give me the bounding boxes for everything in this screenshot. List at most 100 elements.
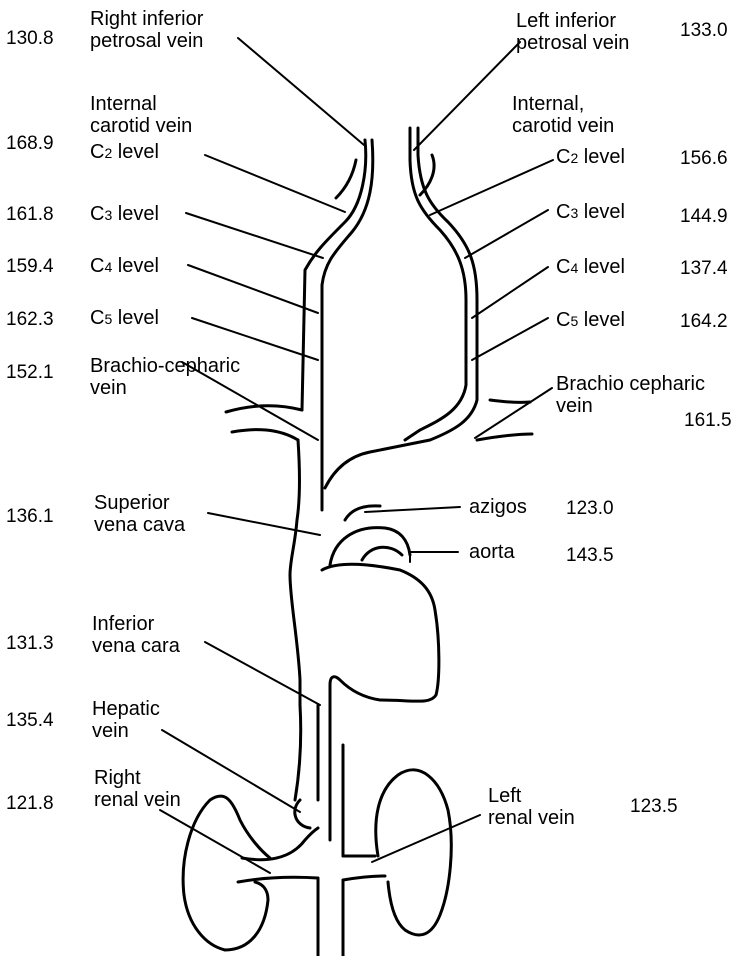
label-superior-vena-cava: Superior vena cava <box>94 492 185 536</box>
leader-right-c2 <box>205 155 345 212</box>
label-right-c4: C4 level <box>90 255 159 278</box>
leader-right-c4 <box>188 265 318 313</box>
hepatic-vein-branch <box>295 800 310 828</box>
label-hepatic-vein: Hepatic vein <box>92 698 160 742</box>
label-right-c2-suffix: level <box>112 141 159 163</box>
label-aorta: aorta <box>469 541 515 563</box>
value-left-renal: 123.5 <box>630 796 678 818</box>
label-superior-vena-cava-line2: vena cava <box>94 514 185 536</box>
value-right-renal: 121.8 <box>6 793 54 815</box>
label-left-brachiocephalic-line1: Brachio cepharic <box>556 373 705 395</box>
label-left-c3-letter: C <box>556 201 570 223</box>
value-hepatic-vein: 135.4 <box>6 710 54 732</box>
label-left-inferior-petrosal-line1: Left inferior <box>516 10 629 32</box>
label-left-c2-letter: C <box>556 146 570 168</box>
label-right-c3-letter: C <box>90 203 104 225</box>
leader-left-c5 <box>472 318 548 360</box>
value-right-c5: 162.3 <box>6 309 54 331</box>
label-left-c2: C2 level <box>556 146 625 169</box>
leader-right-petrosal <box>238 38 364 145</box>
label-left-brachiocephalic-line2: vein <box>556 395 705 417</box>
label-inferior-vena-cava-line1: Inferior <box>92 613 180 635</box>
left-jugular-outer-wall <box>405 128 466 440</box>
label-left-c4-suffix: level <box>578 256 625 278</box>
label-left-c3-suffix: level <box>578 201 625 223</box>
right-petrosal-branch <box>336 160 356 198</box>
label-right-c5: C5 level <box>90 307 159 330</box>
leader-right-c5 <box>192 318 318 360</box>
value-right-c4: 159.4 <box>6 256 54 278</box>
label-right-c5-suffix: level <box>112 307 159 329</box>
leader-superior-vena-cava <box>208 513 320 535</box>
label-inferior-vena-cava-line2: vena cara <box>92 635 180 657</box>
value-left-c5: 164.2 <box>680 311 728 333</box>
left-subclavian-upper <box>490 400 530 402</box>
left-subclavian-lower <box>477 434 532 440</box>
label-left-inferior-petrosal-line2: petrosal vein <box>516 32 629 54</box>
label-right-renal-line2: renal vein <box>94 789 181 811</box>
label-right-renal-line1: Right <box>94 767 181 789</box>
label-right-renal: Right renal vein <box>94 767 181 811</box>
leader-aorta <box>410 552 458 562</box>
value-right-brachiocephalic: 152.1 <box>6 362 54 384</box>
label-right-c3-suffix: level <box>112 203 159 225</box>
label-inferior-vena-cava: Inferior vena cara <box>92 613 180 657</box>
left-kidney <box>376 770 451 935</box>
value-left-c2: 156.6 <box>680 148 728 170</box>
label-hepatic-vein-line2: vein <box>92 720 160 742</box>
label-azigos: azigos <box>469 496 527 518</box>
label-right-c5-letter: C <box>90 307 104 329</box>
label-right-internal-carotid: Internal carotid vein <box>90 93 192 137</box>
left-renal-vein-lower <box>343 876 385 880</box>
label-left-renal-line2: renal vein <box>488 807 575 829</box>
leader-hepatic-vein <box>162 730 300 812</box>
value-left-inferior-petrosal: 133.0 <box>680 20 728 42</box>
vena-cava-right-wall <box>290 440 301 800</box>
value-inferior-vena-cava: 131.3 <box>6 633 54 655</box>
label-right-c2-letter: C <box>90 141 104 163</box>
label-left-c2-suffix: level <box>578 146 625 168</box>
label-right-c4-suffix: level <box>112 255 159 277</box>
label-left-renal: Left renal vein <box>488 785 575 829</box>
value-left-c4: 137.4 <box>680 258 728 280</box>
label-right-c4-letter: C <box>90 255 104 277</box>
leader-azigos <box>365 507 460 512</box>
label-right-c3: C3 level <box>90 203 159 226</box>
right-jugular-outer-wall <box>302 140 366 410</box>
label-left-c3: C3 level <box>556 201 625 224</box>
label-right-inferior-petrosal: Right inferior petrosal vein <box>90 8 203 52</box>
value-azigos: 123.0 <box>566 498 614 520</box>
right-subclavian-lower <box>232 430 298 440</box>
leader-left-petrosal <box>414 42 520 150</box>
label-left-internal-carotid: Internal, carotid vein <box>512 93 614 137</box>
leader-left-c3 <box>465 210 548 258</box>
value-aorta: 143.5 <box>566 545 614 567</box>
right-renal-vein-lower <box>238 877 318 956</box>
label-left-c4-letter: C <box>556 256 570 278</box>
label-left-brachiocephalic: Brachio cepharic vein <box>556 373 705 417</box>
label-left-internal-carotid-line2: carotid vein <box>512 115 614 137</box>
value-right-c3: 161.8 <box>6 204 54 226</box>
aorta-inner-arch <box>362 547 402 560</box>
leader-left-c4 <box>472 267 548 318</box>
label-right-brachiocephalic-line2: vein <box>90 377 240 399</box>
label-hepatic-vein-line1: Hepatic <box>92 698 160 720</box>
leader-right-c3 <box>186 213 323 258</box>
value-superior-vena-cava: 136.1 <box>6 506 54 528</box>
label-left-c5-suffix: level <box>578 309 625 331</box>
label-left-internal-carotid-line1: Internal, <box>512 93 614 115</box>
label-superior-vena-cava-line1: Superior <box>94 492 185 514</box>
value-right-c2: 168.9 <box>6 133 54 155</box>
right-kidney <box>183 796 270 950</box>
leader-inferior-vena-cava <box>205 642 320 705</box>
leader-left-brachiocephalic <box>475 388 552 438</box>
label-left-c4: C4 level <box>556 256 625 279</box>
label-left-c5-letter: C <box>556 309 570 331</box>
label-right-internal-carotid-line1: Internal <box>90 93 192 115</box>
label-left-renal-line1: Left <box>488 785 575 807</box>
label-right-inferior-petrosal-line1: Right inferior <box>90 8 203 30</box>
aorta-outer-arch <box>330 528 410 565</box>
left-petrosal-branch <box>420 155 434 195</box>
label-left-inferior-petrosal: Left inferior petrosal vein <box>516 10 629 54</box>
